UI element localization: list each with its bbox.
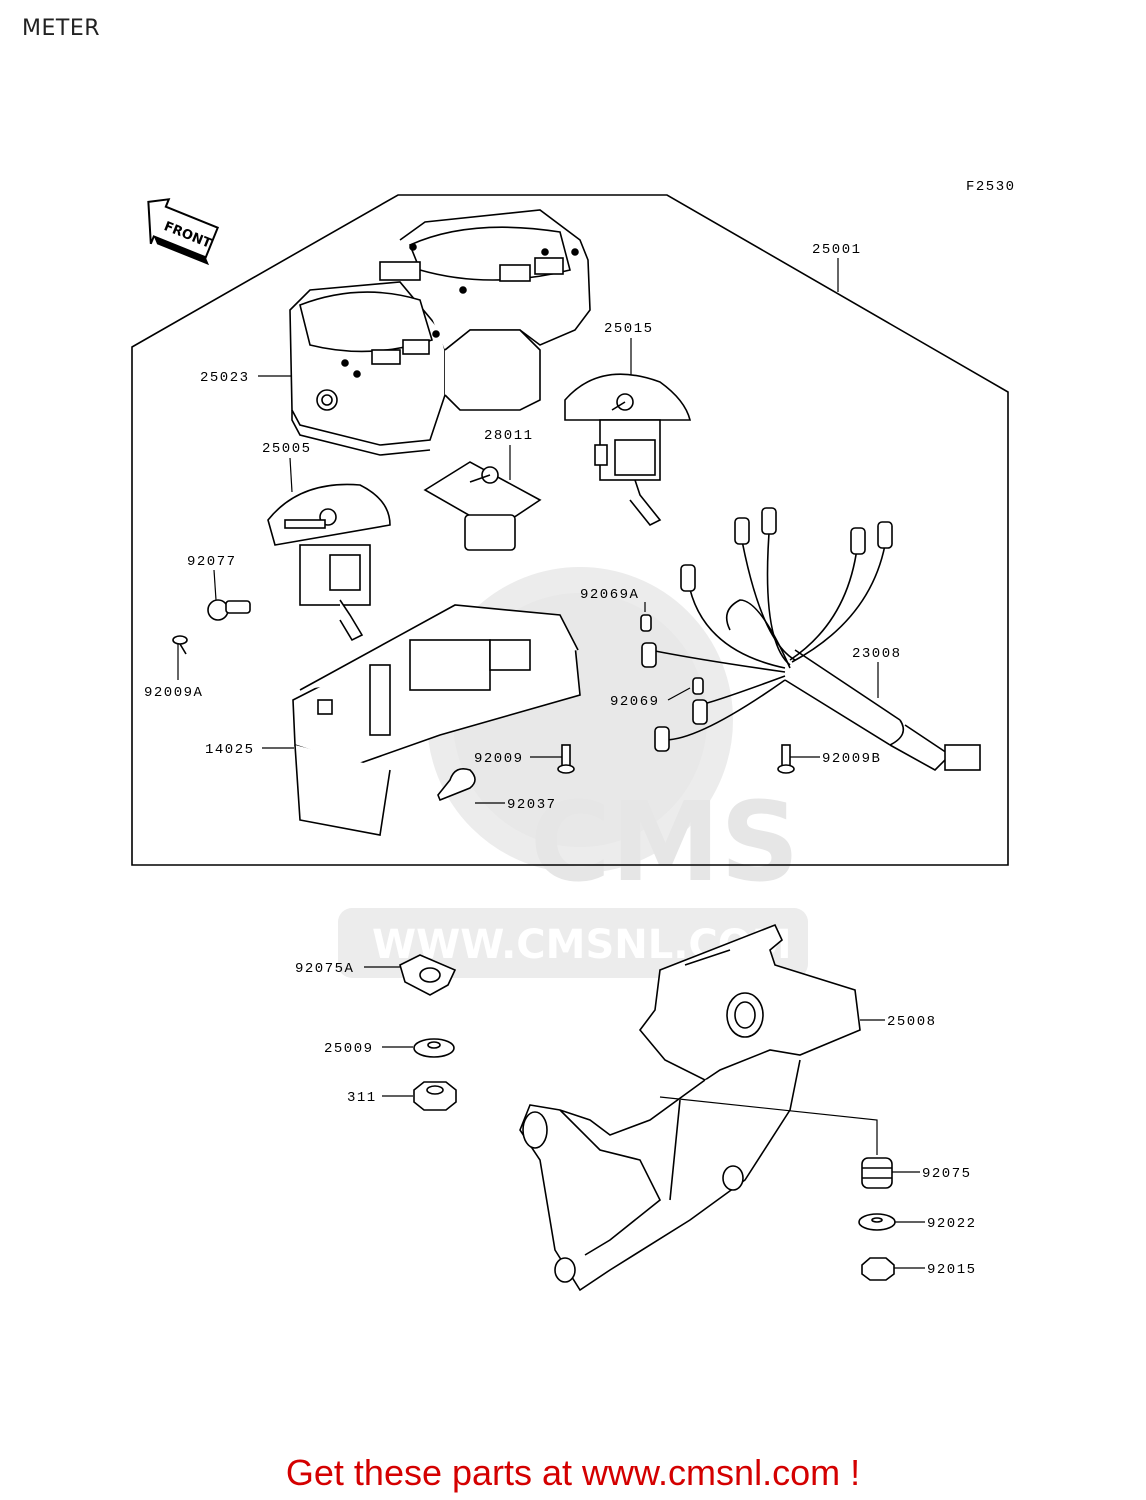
part-labels: 25001 25015 25023 28011 25005 92077 9206… [144,242,977,1278]
grommet-92075-icon [861,1157,893,1189]
part-label-25009: 25009 [324,1041,374,1057]
part-label-92015: 92015 [927,1262,977,1278]
leader-lines [177,258,925,1269]
grommet-92075a-icon [399,954,457,996]
part-label-14025: 14025 [205,742,255,758]
watermark-brand: CMS [530,778,799,906]
bulb-icon [640,614,704,695]
part-label-92037: 92037 [507,797,557,813]
meter-case-icon [292,604,581,836]
meter-housing-icon [289,209,591,456]
page-title: METER [22,16,101,41]
part-label-25001: 25001 [812,242,862,258]
trip-knob-icon [207,599,251,621]
part-label-25008: 25008 [887,1014,937,1030]
part-label-92009a: 92009A [144,685,203,701]
screw-icon [557,744,795,774]
meter-bracket-icon [519,923,861,1292]
clamp-icon [437,767,476,802]
screw-92009a-icon [172,635,188,655]
footer-link[interactable]: Get these parts at www.cmsnl.com ! [285,1452,861,1493]
part-label-28011: 28011 [484,428,534,444]
part-label-92077: 92077 [187,554,237,570]
part-label-92009: 92009 [474,751,524,767]
part-label-92075: 92075 [922,1166,972,1182]
part-label-92009b: 92009B [822,751,881,767]
figure-code: F2530 [966,179,1016,195]
part-label-311: 311 [347,1090,377,1106]
gauge-speedometer-icon [267,483,391,642]
part-label-92022: 92022 [927,1216,977,1232]
part-label-25015: 25015 [604,321,654,337]
part-label-92069: 92069 [610,694,660,710]
wiring-harness-icon [641,507,981,771]
gauge-tachometer-icon [564,373,692,527]
part-label-25005: 25005 [262,441,312,457]
part-label-92075a: 92075A [295,961,354,977]
part-label-25023: 25023 [200,370,250,386]
part-label-23008: 23008 [852,646,902,662]
nut-92015-icon [861,1257,895,1281]
washer-92022-icon [858,1213,896,1231]
front-arrow-icon: FRONT [147,198,220,266]
part-label-92069a: 92069A [580,587,639,603]
washer-25009-icon [413,1038,455,1058]
assembly-outline [131,194,1009,866]
nut-311-icon [413,1081,457,1111]
fuel-gauge-icon [423,461,542,551]
